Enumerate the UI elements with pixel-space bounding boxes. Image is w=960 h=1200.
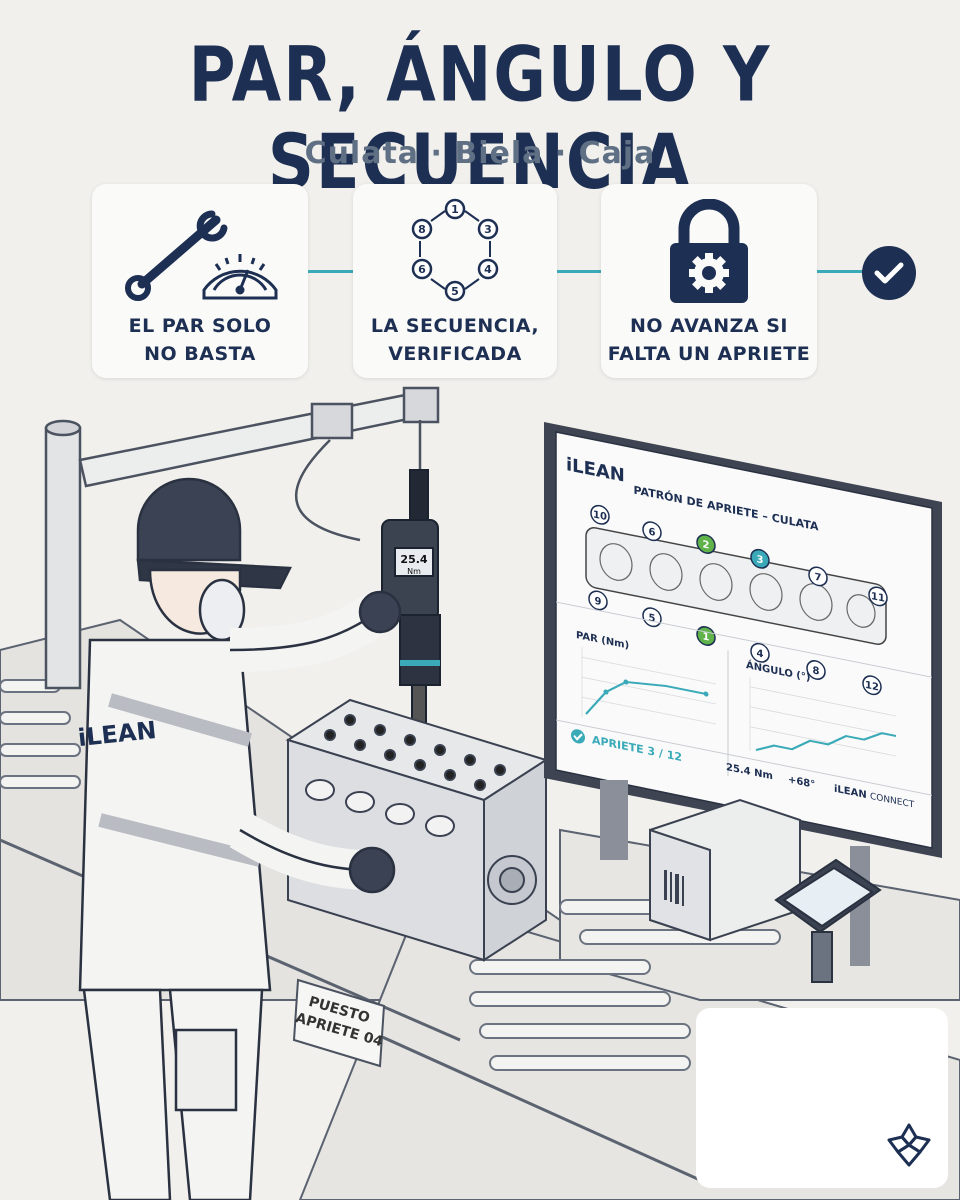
connector-line: [308, 270, 354, 273]
page-title: PAR, ÁNGULO Y SECUENCIA: [188, 32, 772, 207]
bolt-2: 2: [703, 539, 710, 551]
seq-num-8: 8: [418, 223, 426, 236]
bolt-3: 3: [757, 554, 764, 566]
bolt-6: 6: [649, 527, 656, 539]
card-label-line1: LA SECUENCIA,: [370, 315, 540, 337]
seq-num-4: 4: [484, 263, 492, 276]
lock-gear-icon: [601, 196, 817, 308]
bolt-5: 5: [649, 613, 656, 625]
connector-line: [817, 270, 863, 273]
wrench-gauge-icon: [92, 196, 308, 308]
bolt-4: 4: [757, 648, 764, 660]
tool-reading-unit: Nm: [407, 567, 421, 576]
bolt-9: 9: [595, 596, 602, 608]
seq-num-5: 5: [451, 285, 459, 298]
engine-block: [285, 698, 549, 962]
station-sign: PUESTO APRIETE 04: [292, 978, 386, 1068]
bolt-10: 10: [593, 509, 607, 523]
torque-tool: [381, 469, 441, 726]
card-label-line1: EL PAR SOLO: [128, 315, 272, 337]
hmi-tablet: [774, 858, 882, 983]
bolt-8: 8: [813, 665, 820, 677]
bolt-1: 1: [703, 631, 710, 643]
seq-num-1: 1: [451, 203, 459, 216]
brand-card: [696, 1008, 948, 1188]
seq-num-6: 6: [418, 263, 426, 276]
flower-logo-icon: [884, 1120, 934, 1170]
card-label-line2: FALTA UN APRIETE: [607, 343, 811, 365]
card-label-line2: VERIFICADA: [388, 343, 522, 365]
page-subtitle: Culata · Biela · Caja: [304, 136, 656, 171]
workstation-illustration: PUESTO APRIETE 04 25.4 Nm: [0, 386, 960, 1200]
card-label-line2: NO BASTA: [144, 343, 256, 365]
bolt-11: 11: [871, 591, 885, 605]
sequence-cycle-icon: 1 3 4 5 6 8: [353, 196, 557, 308]
connector-line: [557, 270, 601, 273]
card-label-line1: NO AVANZA SI: [630, 315, 788, 337]
seq-num-3: 3: [484, 223, 492, 236]
card-torque: EL PAR SOLO NO BASTA: [92, 184, 308, 378]
card-sequence: 1 3 4 5 6 8 LA SECUENCIA, VERIFICADA: [353, 184, 557, 378]
bolt-12: 12: [865, 680, 879, 694]
card-lock: NO AVANZA SI FALTA UN APRIETE: [601, 184, 817, 378]
operator-figure: [78, 477, 402, 1200]
angle-value: +68°: [788, 774, 815, 790]
tool-reading-value: 25.4: [400, 553, 427, 566]
checkmark-icon: [862, 246, 916, 300]
bolt-7: 7: [815, 572, 822, 584]
